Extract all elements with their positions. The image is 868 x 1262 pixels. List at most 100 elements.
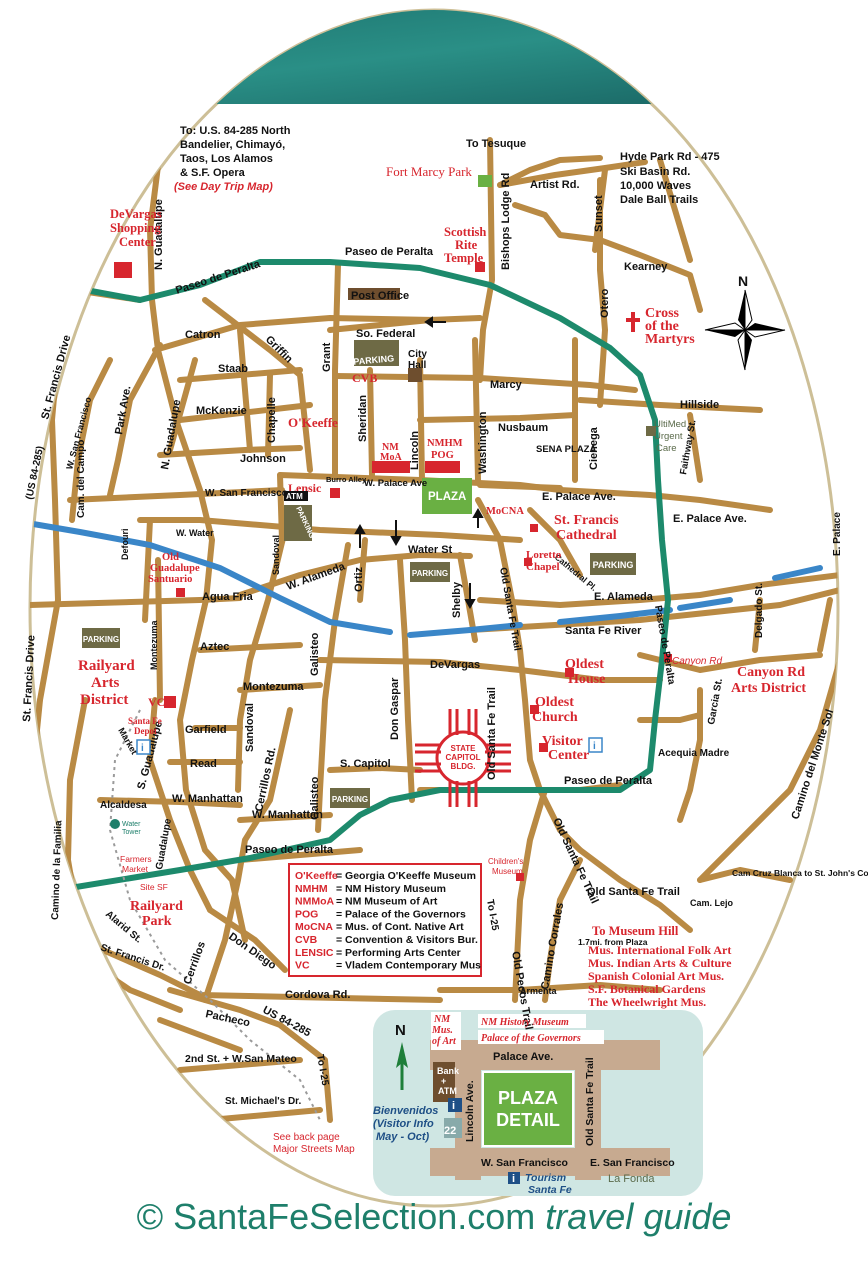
street-montezuma: Montezuma (243, 681, 304, 693)
street-acequia: Acequia Madre (658, 748, 730, 759)
street-cam-del-campo: Cam. del Campo (76, 440, 87, 518)
poi-railyard-park[interactable]: Railyard Park (130, 899, 183, 929)
street-marcy: Marcy (490, 379, 523, 391)
poi-loretto[interactable]: Loretto Chapel (526, 549, 562, 573)
street-e-palace-1: E. Palace Ave. (542, 491, 616, 503)
svg-text:Spanish Colonial Art Mus.: Spanish Colonial Art Mus. (588, 969, 724, 983)
rail-line (108, 709, 321, 1121)
svg-text:Farmers: Farmers (120, 854, 152, 864)
poi-nm-moa-1[interactable]: NM (382, 442, 399, 453)
poi-nmhm[interactable]: NMHM (427, 438, 463, 449)
parking-label-3[interactable]: PARKING (412, 569, 448, 578)
legend-abbr: O'Keeffe (295, 870, 338, 882)
street-catron: Catron (185, 329, 221, 341)
svg-text:Tower: Tower (122, 829, 141, 836)
poi-santa-fe-depot[interactable]: Santa Fe Depot (128, 716, 162, 736)
street-w-manhattan-1: W. Manhattan (172, 793, 243, 805)
street-staab: Staab (218, 363, 248, 375)
poi-city-hall[interactable]: City Hall (408, 349, 427, 371)
svg-text:Visitor: Visitor (542, 734, 583, 749)
poi-canyon-arts[interactable]: Canyon Rd Arts District (731, 665, 806, 696)
poi-okeeffe[interactable]: O'Keeffe (288, 415, 338, 430)
street-ten-thousand: 10,000 Waves (620, 180, 691, 192)
svg-text:Santa Fe: Santa Fe (528, 1184, 572, 1196)
poi-state-capitol[interactable]: STATE CAPITOL BLDG. (446, 744, 481, 771)
poi-ultimed[interactable]: UltiMed Urgent Care (654, 419, 686, 454)
poi-vc[interactable]: VC (148, 695, 165, 709)
street-sena-plaza: SENA PLAZA (536, 444, 596, 455)
svg-text:The Wheelwright Mus.: The Wheelwright Mus. (588, 995, 706, 1009)
street-s-capitol: S. Capitol (340, 758, 391, 770)
fort-marcy-marker (478, 175, 492, 187)
street-cam-lejo: Cam. Lejo (690, 898, 734, 908)
footer: © SantaFeSelection.com travel guide (136, 1196, 732, 1237)
street-so-federal: So. Federal (356, 328, 415, 340)
parking-label-4[interactable]: PARKING (593, 560, 634, 570)
svg-text:PLAZA: PLAZA (498, 1088, 558, 1108)
poi-farmers-market[interactable]: Farmers Market (120, 854, 152, 874)
svg-text:Center: Center (119, 235, 156, 249)
legend-desc: = Mus. of Cont. Native Art (336, 921, 464, 933)
poi-cross-martyrs[interactable]: Cross of the Martyrs (645, 306, 695, 347)
poi-mocna[interactable]: MoCNA (486, 506, 524, 517)
svg-text:& S.F. Opera: & S.F. Opera (180, 167, 246, 179)
poi-devargas-center[interactable]: DeVargas Shopping Center (110, 207, 162, 249)
street-lincoln: Lincoln (409, 431, 421, 470)
svg-text:NM History Museum: NM History Museum (480, 1017, 569, 1028)
svg-text:STATE: STATE (450, 744, 476, 753)
street-n-guadalupe-1: N. Guadalupe (153, 199, 165, 270)
street-dale-ball: Dale Ball Trails (620, 194, 698, 206)
street-old-santa-fe-trail-2: Old Santa Fe Trail (486, 687, 498, 780)
poi-railyard-arts[interactable]: Railyard Arts District (78, 658, 135, 708)
svg-text:Old Santa Fe Trail: Old Santa Fe Trail (584, 1057, 596, 1146)
one-way-arrows (354, 316, 484, 610)
svg-text:To: U.S. 84-285 North: To: U.S. 84-285 North (180, 125, 291, 137)
legend-abbr: VC (295, 960, 310, 972)
street-st-francis-south: St. Francis Drive (21, 635, 38, 722)
svg-text:Mus.: Mus. (431, 1025, 453, 1036)
poi-cvb[interactable]: CVB (352, 371, 377, 385)
plaza-label[interactable]: PLAZA (428, 491, 466, 503)
poi-post-office[interactable]: Post Office (351, 290, 409, 302)
street-w-palace: W. Palace Ave (364, 478, 427, 489)
svg-text:Loretto: Loretto (526, 549, 562, 561)
poi-site-sf[interactable]: Site SF (140, 882, 168, 892)
poi-st-francis-cathedral[interactable]: St. Francis Cathedral (554, 513, 619, 543)
zia-symbol-icon (415, 709, 511, 807)
svg-text:(Visitor Info: (Visitor Info (373, 1118, 434, 1130)
street-grant: Grant (321, 342, 333, 372)
parking-label-5[interactable]: PARKING (83, 635, 119, 644)
parking-label-6[interactable]: PARKING (332, 795, 368, 804)
back-page-note: See back page Major Streets Map (273, 1132, 355, 1155)
street-sandoval-1: Sandoval (271, 535, 281, 575)
street-to-i25-b: To I-25 (314, 1054, 330, 1087)
poi-childrens-museum[interactable]: Children's Museum (488, 857, 523, 876)
svg-text:Palace Ave.: Palace Ave. (493, 1051, 553, 1063)
poi-old-guadalupe[interactable]: Old Guadalupe Santuario (148, 552, 200, 585)
poi-scottish-rite[interactable]: Scottish Rite Temple (444, 225, 486, 265)
parking-label-1[interactable]: PARKING (353, 353, 395, 367)
svg-text:Lincoln Ave.: Lincoln Ave. (464, 1080, 476, 1142)
svg-text:UltiMed: UltiMed (654, 419, 686, 430)
svg-text:ATM: ATM (438, 1086, 457, 1096)
poi-water-tower[interactable]: Water Tower (122, 821, 141, 836)
poi-nm-moa-2: MoA (380, 452, 402, 463)
street-w-san-francisco: W. San Francisco (205, 488, 288, 499)
poi-oldest-house[interactable]: Oldest House (565, 657, 605, 687)
street-delgado: Delgado St. (754, 583, 765, 638)
paseo-de-peralta-loop (67, 259, 671, 891)
poi-fort-marcy[interactable]: Fort Marcy Park (386, 164, 472, 179)
street-paseo-north: Paseo de Peralta (345, 246, 434, 258)
street-nusbaum: Nusbaum (498, 422, 548, 434)
svg-text:Tourism: Tourism (525, 1172, 566, 1184)
street-to-i25-a: To I-25 (484, 899, 500, 932)
poi-oldest-church[interactable]: Oldest Church (532, 695, 578, 725)
poi-visitor-center[interactable]: Visitor Center (542, 734, 589, 763)
legend-desc: = Georgia O'Keeffe Museum (336, 870, 476, 882)
poi-to-museum-hill[interactable]: To Museum Hill (592, 924, 679, 938)
poi-pog[interactable]: POG (431, 450, 454, 461)
svg-text:S.F. Botanical Gardens: S.F. Botanical Gardens (588, 982, 706, 996)
street-galisteo-2: Galisteo (309, 776, 321, 820)
svg-text:i: i (512, 1173, 515, 1185)
